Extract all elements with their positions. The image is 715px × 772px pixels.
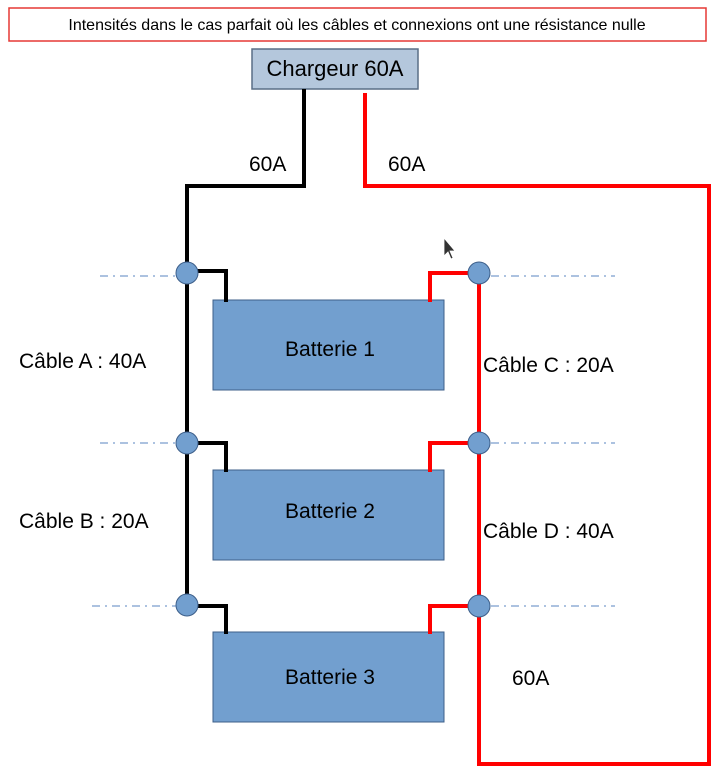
battery-3-label: Batterie 3 <box>285 666 375 689</box>
node-positive-3 <box>467 594 491 618</box>
diagram-title: Intensités dans le cas parfait où les câ… <box>68 17 645 34</box>
node-negative-1 <box>175 261 199 285</box>
connection-nodes <box>175 261 491 618</box>
mouse-pointer-icon <box>443 236 456 260</box>
cable-c-label: Câble C : 20A <box>483 354 614 377</box>
node-negative-3 <box>175 593 199 617</box>
current-label-positive: 60A <box>388 153 425 176</box>
battery-3-positive-link <box>428 604 479 634</box>
cable-b-label: Câble B : 20A <box>19 510 149 533</box>
battery-2-negative-link <box>187 441 228 472</box>
battery-3-negative-link <box>187 604 228 634</box>
charger-label: Chargeur 60A <box>267 56 404 81</box>
guide-lines <box>92 275 615 607</box>
battery-2-positive-link <box>428 441 479 472</box>
charger-negative-wire <box>185 89 306 606</box>
battery-1-negative-link <box>187 269 228 302</box>
current-label-return: 60A <box>512 667 549 690</box>
cable-d-label: Câble D : 40A <box>483 520 614 543</box>
battery-1 <box>212 299 445 391</box>
charger-positive-wire <box>363 93 711 766</box>
positive-wiring <box>363 93 711 766</box>
battery-3 <box>212 631 445 723</box>
battery-2-label: Batterie 2 <box>285 500 375 523</box>
negative-wiring <box>185 89 306 634</box>
battery-1-label: Batterie 1 <box>285 338 375 361</box>
battery-1-positive-link <box>428 271 479 302</box>
node-positive-2 <box>467 431 491 455</box>
cable-a-label: Câble A : 40A <box>19 350 146 373</box>
charger-box <box>251 48 419 90</box>
current-label-negative: 60A <box>249 153 286 176</box>
node-positive-1 <box>467 261 491 285</box>
title-box <box>8 7 707 42</box>
node-negative-2 <box>175 431 199 455</box>
battery-2 <box>212 469 445 561</box>
